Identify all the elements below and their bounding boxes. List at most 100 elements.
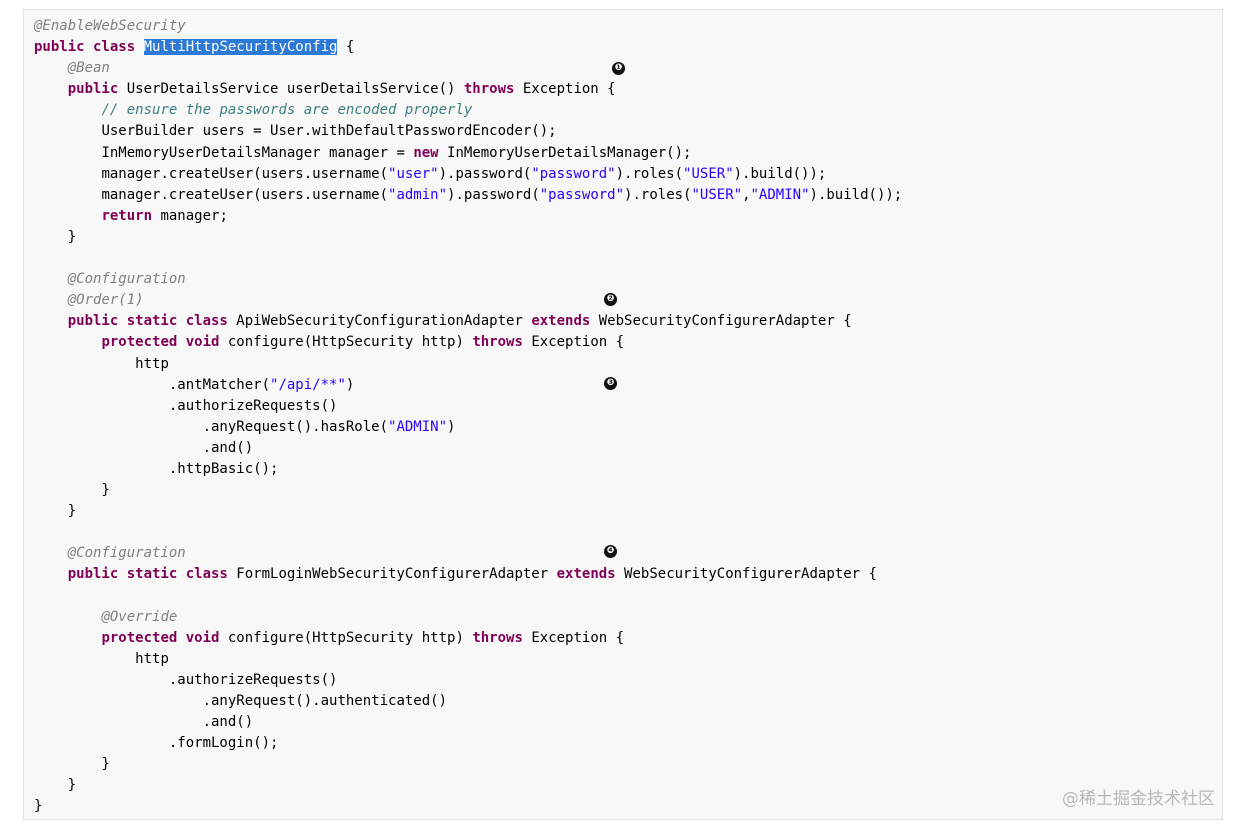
code-line: @Configuration <box>34 543 902 564</box>
code-line: public static class ApiWebSecurityConfig… <box>34 311 902 332</box>
code-text: , <box>742 186 751 203</box>
string-literal: "user" <box>388 165 439 182</box>
code-text: manager.createUser(users.username( <box>101 165 389 182</box>
annotation-order: @Order(1) <box>67 292 144 309</box>
code-line: } <box>34 501 902 522</box>
code-text: ApiWebSecurityConfigurationAdapter <box>227 313 532 330</box>
keyword: public class <box>34 39 136 56</box>
keyword: throws <box>472 334 523 351</box>
closing-brace: } <box>101 756 110 773</box>
code-text: InMemoryUserDetailsManager manager = <box>101 144 414 161</box>
code-line <box>34 586 902 607</box>
code-line: } <box>34 796 902 817</box>
code-line: } <box>34 227 902 248</box>
keyword: return <box>101 207 153 224</box>
code-text: configure(HttpSecurity http) <box>219 334 473 351</box>
code-text: InMemoryUserDetailsManager(); <box>438 144 692 161</box>
keyword: protected void <box>101 629 220 646</box>
code-text: UserDetailsService userDetailsService() <box>118 81 464 98</box>
code-text: ).password( <box>438 165 532 182</box>
code-line: .httpBasic(); <box>34 459 902 480</box>
code-text: http <box>135 355 169 372</box>
code-text: ).password( <box>447 186 540 203</box>
code-text: .formLogin(); <box>168 735 279 752</box>
callout-4-icon: ❹ <box>604 545 617 558</box>
code-line: protected void configure(HttpSecurity ht… <box>34 332 902 353</box>
code-line: } <box>34 775 902 796</box>
string-literal: "USER" <box>683 165 734 182</box>
closing-brace: } <box>67 503 77 520</box>
code-line: public class MultiHttpSecurityConfig { <box>34 37 902 58</box>
code-text: WebSecurityConfigurerAdapter { <box>590 313 852 330</box>
code-line: @Override <box>34 607 902 628</box>
code-line: protected void configure(HttpSecurity ht… <box>34 628 902 649</box>
closing-brace: } <box>67 777 77 794</box>
string-literal: "password" <box>531 165 616 182</box>
string-literal: "/api/**" <box>270 376 346 393</box>
keyword: public static class <box>67 313 228 330</box>
annotation-enable-web-security: @EnableWebSecurity <box>34 18 186 34</box>
code-line: @Configuration <box>34 269 902 290</box>
code-line <box>34 248 902 269</box>
code-text: FormLoginWebSecurityConfigurerAdapter <box>227 566 557 583</box>
code-line: .anyRequest().authenticated() <box>34 691 902 712</box>
annotation-bean: @Bean <box>67 60 110 77</box>
string-literal: "ADMIN" <box>388 418 448 435</box>
code-line: .antMatcher("/api/**") <box>34 375 902 396</box>
code-text: ) <box>345 376 355 393</box>
code-line: .formLogin(); <box>34 733 902 754</box>
keyword: new <box>413 144 439 161</box>
code-text: WebSecurityConfigurerAdapter { <box>615 566 877 583</box>
code-line: @Order(1) <box>34 290 902 311</box>
code-text: .authorizeRequests() <box>168 671 338 688</box>
code-text: .and() <box>202 714 254 731</box>
code-text: ).build()); <box>733 165 827 182</box>
keyword: extends <box>531 313 591 330</box>
code-line <box>34 522 902 543</box>
code-text: .anyRequest().authenticated() <box>202 693 448 709</box>
annotation-override: @Override <box>101 608 178 625</box>
code-line: @Bean <box>34 58 902 79</box>
code-text: { <box>337 39 355 56</box>
keyword: throws <box>472 629 523 646</box>
closing-brace: } <box>101 482 110 499</box>
code-text: manager; <box>152 207 228 224</box>
code-text: Exception { <box>514 81 616 98</box>
code-block: @EnableWebSecurity public class MultiHtt… <box>23 9 1223 820</box>
string-literal: "admin" <box>388 186 448 203</box>
code-line: return manager; <box>34 206 902 227</box>
annotation-configuration: @Configuration <box>67 271 186 288</box>
code-line: .anyRequest().hasRole("ADMIN") <box>34 417 902 438</box>
code-text: ).roles( <box>615 165 684 182</box>
code-text: UserBuilder users = User.withDefaultPass… <box>101 123 557 140</box>
keyword: throws <box>463 81 515 98</box>
code-line: http <box>34 354 902 375</box>
code-text: ).roles( <box>624 186 692 203</box>
code-line: public UserDetailsService userDetailsSer… <box>34 79 902 100</box>
code-line: InMemoryUserDetailsManager manager = new… <box>34 143 902 164</box>
code-text: Exception { <box>522 629 625 646</box>
code-line: .authorizeRequests() <box>34 396 902 417</box>
keyword: protected void <box>101 334 220 351</box>
code-line: http <box>34 649 902 670</box>
code-line: } <box>34 754 902 775</box>
code-text: Exception { <box>522 334 625 351</box>
code-text: .and() <box>202 439 254 456</box>
code-text: http <box>135 650 169 667</box>
code-line: .authorizeRequests() <box>34 670 902 691</box>
code-line: // ensure the passwords are encoded prop… <box>34 100 902 121</box>
code-text: .anyRequest().hasRole( <box>202 418 389 435</box>
string-literal: "USER" <box>691 186 743 203</box>
keyword: public <box>67 81 119 98</box>
code-text: .httpBasic(); <box>168 460 279 477</box>
code-listing: @EnableWebSecurity public class MultiHtt… <box>34 16 902 818</box>
code-text: configure(HttpSecurity http) <box>219 629 473 646</box>
keyword: public static class <box>67 566 228 583</box>
code-text: .authorizeRequests() <box>168 397 338 414</box>
code-line: manager.createUser(users.username("admin… <box>34 185 902 206</box>
code-comment: // ensure the passwords are encoded prop… <box>101 102 473 119</box>
code-line: .and() <box>34 438 902 459</box>
closing-brace: } <box>67 228 77 245</box>
code-line: manager.createUser(users.username("user"… <box>34 164 902 185</box>
selected-class-name: MultiHttpSecurityConfig <box>143 39 338 56</box>
